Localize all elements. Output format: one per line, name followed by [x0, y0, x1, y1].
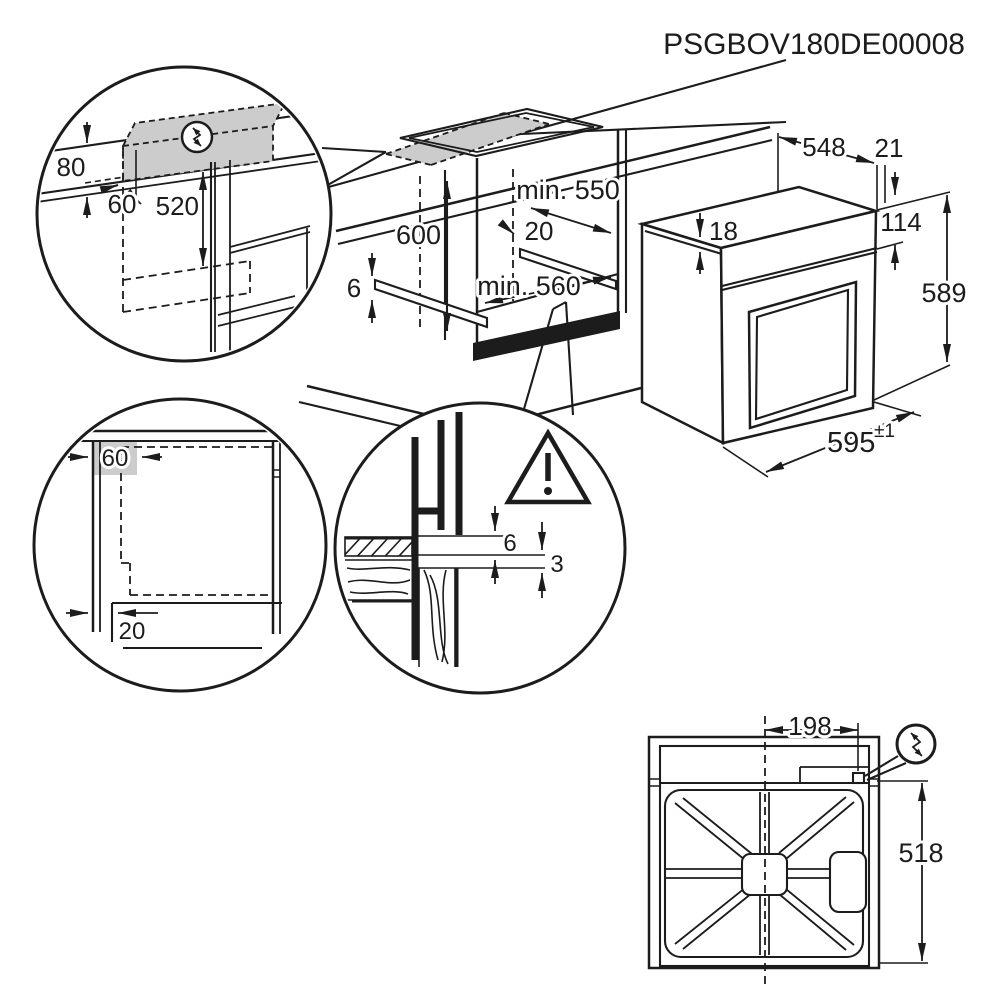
back-panel-braces	[665, 792, 855, 955]
oven-outline-dashed	[120, 446, 273, 596]
oven-top-lip	[644, 229, 723, 256]
dim-label-548: 548	[802, 132, 845, 162]
dim-label-gap-3: 3	[550, 551, 563, 578]
wall-top-edge	[306, 58, 787, 195]
cutout-shaded-area	[386, 113, 549, 165]
back-panel-notch	[273, 469, 280, 478]
dim-label-side-60: 60	[102, 445, 129, 472]
cutout-hidden-outline	[385, 112, 550, 166]
dim-label-side-20: 20	[119, 618, 146, 645]
product-code: PSGBOV180DE00008	[663, 28, 965, 61]
ventilation-strip	[473, 311, 620, 361]
dim-line-550	[530, 207, 612, 234]
dim-label-114: 114	[880, 207, 921, 237]
ext-21	[876, 165, 886, 209]
dim-label-6: 6	[347, 273, 361, 303]
dim-label-589: 589	[921, 278, 966, 308]
dim-arrow-20	[497, 219, 515, 235]
trim-notches	[649, 778, 879, 787]
ext-518	[877, 780, 928, 964]
dim-arrow-60b	[124, 188, 142, 205]
worktop-bottom-line-2	[40, 158, 328, 204]
oven-left-face	[640, 222, 725, 446]
dim-label-560: min. 560	[477, 271, 581, 301]
ext-114	[876, 241, 904, 250]
cutout-rim-inner	[408, 112, 595, 153]
dim-label-60: 60	[108, 189, 137, 219]
warning-icon	[504, 428, 592, 505]
detail-electrical-space: 80 60 520	[35, 65, 333, 363]
dim-label-600: 600	[396, 220, 441, 250]
plinth-line	[110, 601, 282, 642]
connection-space-front	[123, 126, 273, 181]
control-panel-line	[721, 246, 878, 292]
dim-label-595: 595	[827, 427, 875, 459]
dim-line-560	[484, 276, 612, 304]
terminal-box	[851, 771, 866, 785]
dim-label-18: 18	[709, 216, 738, 246]
detail-side-view: 60 20	[32, 397, 328, 693]
worktop-hatching	[345, 537, 412, 556]
cabinet-isometric-view: 600 6 min. 550 20 min. 560	[298, 58, 787, 435]
dim-label-595-tolerance: ±1	[874, 421, 895, 442]
door-window-inner	[754, 288, 850, 421]
leader-to-terminal	[864, 755, 907, 781]
cabinet-shelf-top	[229, 225, 311, 300]
terminal-cover-plate	[828, 850, 868, 914]
leader-to-gap-detail	[522, 301, 575, 416]
dim-label-198: 198	[788, 711, 831, 741]
dim-label-21: 21	[875, 133, 904, 163]
cabinet-shelf-bottom	[217, 295, 296, 327]
door-window-outer	[747, 280, 858, 430]
leader-to-electrical-detail	[321, 146, 387, 187]
detail-gap-cross-section: 6 3	[333, 401, 627, 695]
cutout-rim-outer	[399, 107, 604, 158]
electrical-connection-icon	[180, 120, 214, 154]
dim-label-550: min. 550	[516, 175, 620, 205]
worktop-front-edge	[335, 125, 771, 233]
dim-label-520: 520	[156, 191, 199, 221]
electrical-connection-icon	[895, 723, 937, 765]
oven-front-face	[719, 209, 878, 445]
oven-isometric-view: 18 548 21 114 589 595 ±1	[637, 129, 970, 478]
worktop-front-thickness	[337, 138, 773, 246]
worktop-back-edge	[499, 120, 787, 137]
dim-label-80: 80	[57, 152, 86, 182]
gap-reference-lines	[412, 535, 545, 569]
ext-589	[873, 191, 951, 401]
dim-line-595	[765, 411, 915, 473]
dim-label-20: 20	[525, 216, 554, 246]
rear-view: 198 518	[647, 708, 947, 984]
connection-space-outline	[122, 101, 287, 183]
support-rail-left	[373, 278, 489, 329]
wood-grain-vertical	[418, 568, 456, 667]
oven-position-dashed-box	[122, 260, 251, 313]
dim-label-gap-6: 6	[503, 530, 516, 557]
dim-line-548	[778, 136, 875, 164]
dim-label-518: 518	[898, 838, 943, 868]
dim-arrow-60a	[99, 183, 119, 194]
